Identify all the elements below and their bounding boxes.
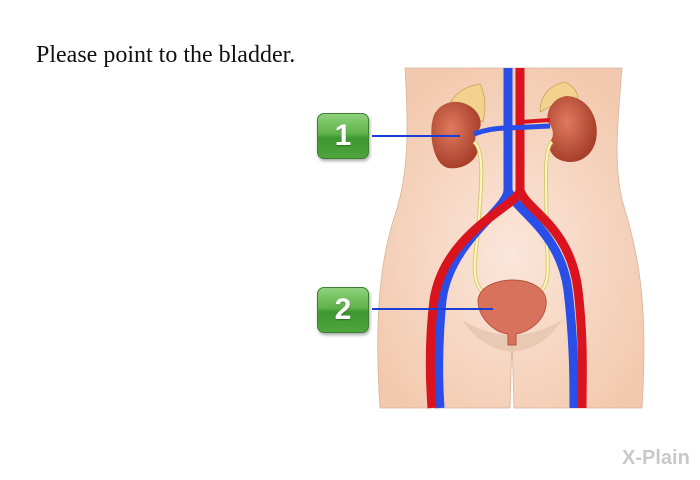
answer-button-2[interactable]: 2 (317, 287, 369, 333)
aorta (425, 68, 587, 409)
renal-vein (473, 123, 551, 137)
renal-artery (519, 118, 551, 124)
bladder (477, 279, 547, 346)
question-prompt: Please point to the bladder. (36, 42, 296, 68)
xplain-logo: X-Plain (622, 447, 690, 469)
kidney-right (547, 96, 597, 162)
answer-button-1[interactable]: 1 (317, 113, 369, 159)
